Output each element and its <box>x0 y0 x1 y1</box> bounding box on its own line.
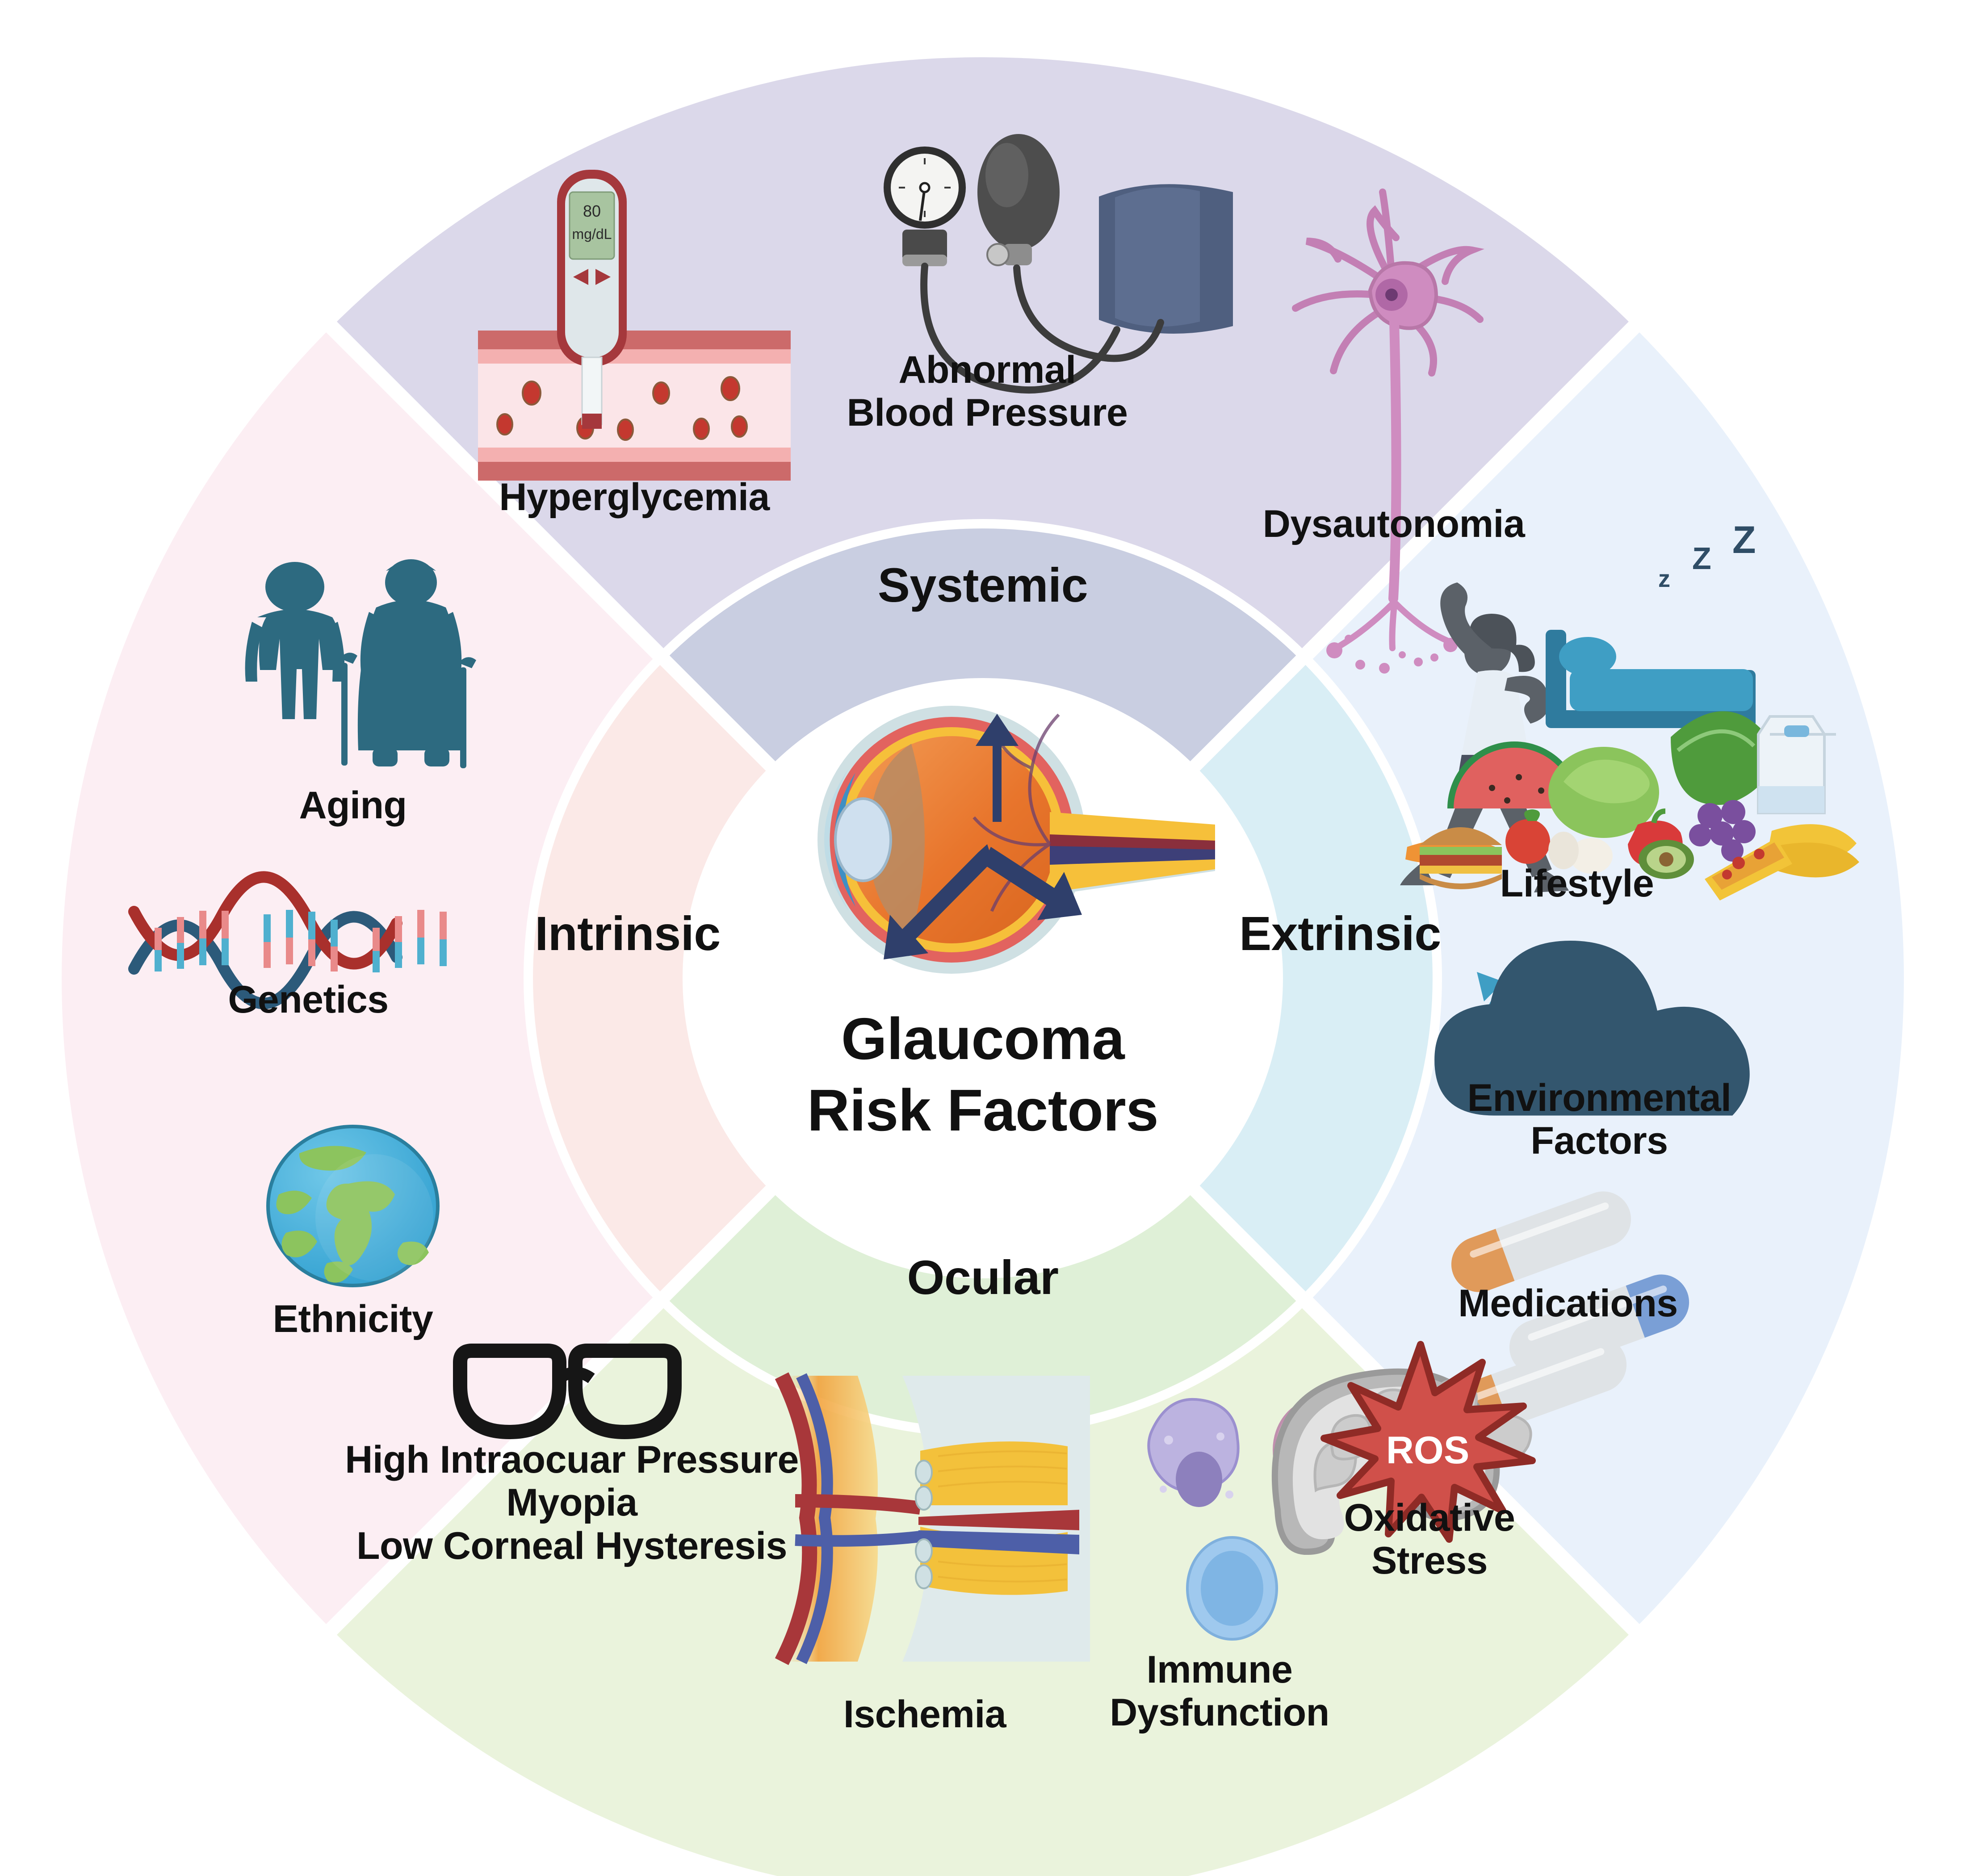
ring-label-ocular[interactable]: Ocular <box>907 1250 1059 1304</box>
dna-helix-icon <box>128 871 447 1009</box>
exercise-sleep-diet-icon: z Z Z <box>1400 519 1859 900</box>
center-title-line2: Risk Factors <box>807 1077 1159 1143</box>
elderly-couple-icon <box>245 559 476 768</box>
svg-text:z: z <box>1658 565 1670 592</box>
svg-text:Z: Z <box>1732 519 1756 561</box>
eyeglasses-icon <box>453 1344 682 1440</box>
svg-text:Z: Z <box>1692 541 1711 576</box>
glucose-meter-blood-vessel-icon: 80 mg/dL <box>478 170 791 481</box>
ring-label-intrinsic[interactable]: Intrinsic <box>535 906 721 960</box>
item-label-environmental-factors[interactable]: Environmental Factors <box>1467 1076 1731 1163</box>
ring-label-systemic[interactable]: Systemic <box>877 558 1088 612</box>
eye-cross-section-icon <box>817 706 1215 974</box>
ros-badge-label: ROS <box>1386 1429 1469 1472</box>
item-label-ethnicity[interactable]: Ethnicity <box>272 1298 433 1340</box>
meter-unit: mg/dL <box>572 226 612 242</box>
item-label-ischemia[interactable]: Ischemia <box>843 1693 1006 1736</box>
item-label-abnormal-blood-pressure[interactable]: Abnormal Blood Pressure <box>847 348 1128 435</box>
item-label-lifestyle[interactable]: Lifestyle <box>1500 862 1654 905</box>
item-label-genetics[interactable]: Genetics <box>228 978 389 1021</box>
item-label-dysautonomia[interactable]: Dysautonomia <box>1262 502 1525 545</box>
meter-value: 80 <box>583 202 601 220</box>
item-label-oxidative-stress[interactable]: Oxidative Stress <box>1344 1496 1515 1583</box>
outer-wedge-systemic[interactable] <box>331 57 1634 978</box>
neuron-icon <box>1292 188 1484 674</box>
item-label-aging[interactable]: Aging <box>299 784 407 827</box>
mitochondrion-ros-icon: ROS <box>1271 1341 1536 1555</box>
item-label-immune-dysfunction[interactable]: Immune Dysfunction <box>1110 1648 1329 1734</box>
sphygmomanometer-icon <box>884 134 1233 394</box>
item-label-medications[interactable]: Medications <box>1458 1282 1678 1325</box>
item-label-hyperglycemia[interactable]: Hyperglycemia <box>499 476 770 519</box>
pills-capsules-icon <box>1446 1191 1689 1438</box>
center-title-line1: Glaucoma <box>841 1006 1125 1072</box>
item-label-ocular-pressure-group[interactable]: High Intraocuar Pressure Myopia Low Corn… <box>345 1438 799 1567</box>
globe-earth-icon <box>266 1125 440 1287</box>
sun-cloud-icon <box>1434 941 1750 1116</box>
optic-nerve-head-vessels-icon <box>775 1372 1090 1665</box>
ring-label-extrinsic[interactable]: Extrinsic <box>1239 906 1441 960</box>
